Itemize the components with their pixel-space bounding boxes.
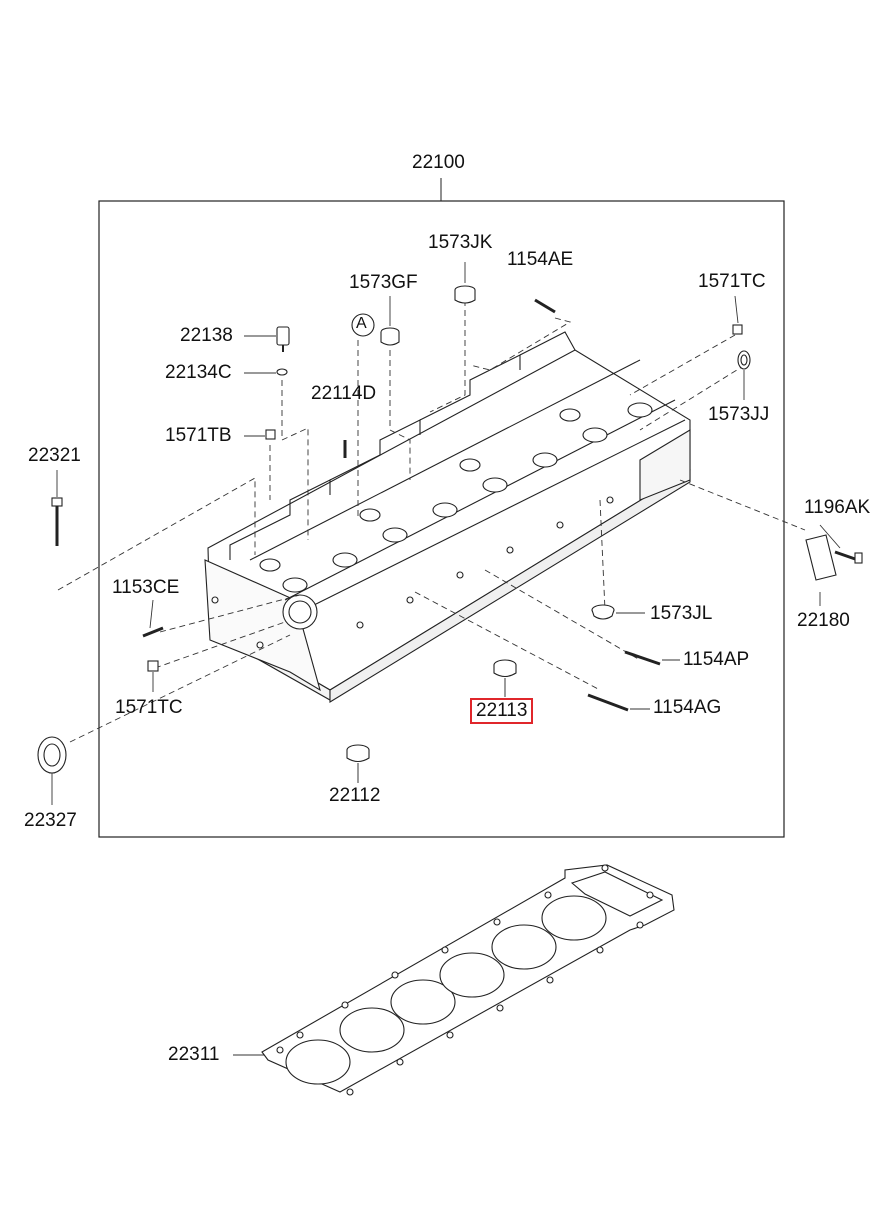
small-parts xyxy=(37,285,863,783)
label-22138: 22138 xyxy=(180,325,233,346)
label-1153CE: 1153CE xyxy=(112,577,180,598)
label-1154AE: 1154AE xyxy=(507,249,574,270)
label-22100: 22100 xyxy=(412,152,465,173)
label-1571TC-top: 1571TC xyxy=(698,271,766,292)
label-1573JL: 1573JL xyxy=(650,603,713,624)
label-1573JJ: 1573JJ xyxy=(708,404,770,425)
label-1573GF: 1573GF xyxy=(349,272,418,293)
label-22327: 22327 xyxy=(24,810,77,831)
label-22113-highlighted[interactable]: 22113 xyxy=(470,698,534,724)
label-1571TC-bottom: 1571TC xyxy=(115,697,183,718)
label-22114D: 22114D xyxy=(311,383,377,404)
label-leaders xyxy=(51,262,841,1056)
label-1154AP: 1154AP xyxy=(683,649,750,670)
label-1196AK: 1196AK xyxy=(804,497,871,518)
label-22321: 22321 xyxy=(28,445,81,466)
label-1154AG: 1154AG xyxy=(653,697,722,718)
label-22112: 22112 xyxy=(329,785,381,806)
label-22180: 22180 xyxy=(797,610,850,631)
label-1573JK: 1573JK xyxy=(428,232,493,253)
label-22134C: 22134C xyxy=(165,362,232,383)
label-22311: 22311 xyxy=(168,1044,220,1065)
leader-lines xyxy=(57,300,806,743)
cylinder-head xyxy=(204,331,691,703)
label-1571TB: 1571TB xyxy=(165,425,232,446)
callout-a: A xyxy=(356,315,367,332)
head-gasket xyxy=(261,864,675,1096)
